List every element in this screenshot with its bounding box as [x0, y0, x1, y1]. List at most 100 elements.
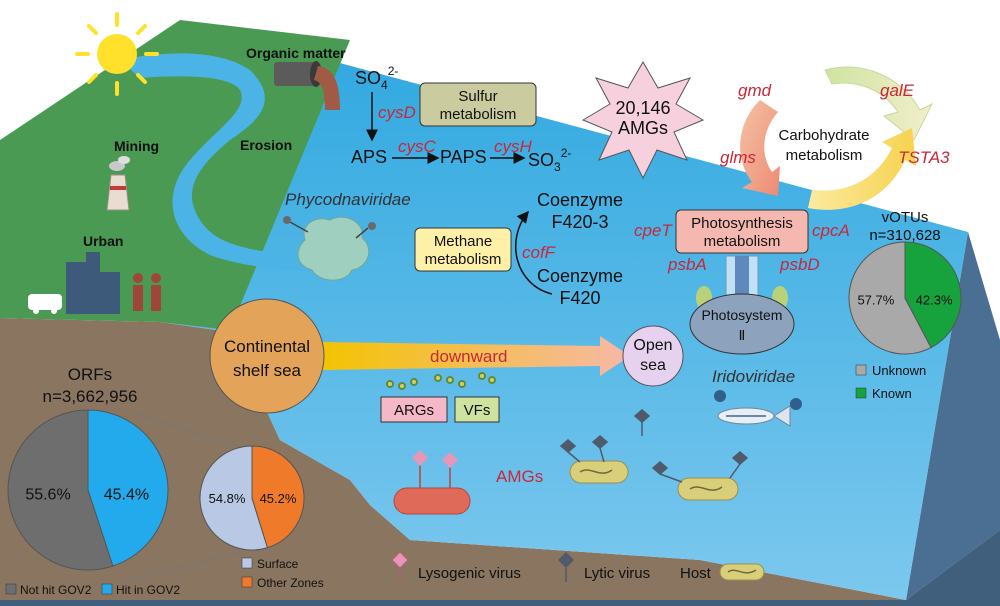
fish-icon	[717, 405, 791, 427]
methane-pathway: Methane metabolism Coenzyme F420-3 cofF …	[414, 190, 623, 308]
svg-text:F420: F420	[559, 288, 600, 308]
cofF-label: cofF	[522, 243, 557, 262]
legend-swatch-known	[855, 387, 867, 399]
legend-hit: Hit in GOV2	[116, 583, 180, 597]
gmd-label: gmd	[738, 81, 772, 100]
sun-icon	[75, 12, 159, 96]
erosion-label: Erosion	[240, 137, 292, 153]
pie-slice-known	[904, 241, 962, 349]
args-box	[380, 396, 448, 423]
votus-title-2: n=310,628	[869, 227, 940, 244]
plasmid-icons	[386, 372, 496, 390]
photosynthesis-pathway: Photosynthesis metabolism cpeT cpcA psbA…	[634, 209, 850, 355]
sea	[160, 20, 968, 600]
svg-text:Methane: Methane	[434, 233, 492, 250]
legend-known: Known	[872, 386, 912, 401]
phycodnaviridae-label: Phycodnaviridae	[285, 190, 411, 209]
svg-text:sea: sea	[640, 357, 666, 374]
svg-text:Carbohydrate: Carbohydrate	[779, 127, 870, 144]
sulfur-pathway: SO42- cysD APS cysC PAPS cysH SO32- Sulf…	[351, 64, 571, 174]
host-label: Host	[680, 565, 712, 582]
so3-label: SO	[528, 150, 554, 170]
pie-data-label: 57.7%	[857, 293, 894, 308]
legend-swatch-not-hit	[5, 583, 17, 595]
factory-icon	[106, 156, 130, 211]
zones-pie: 54.8% 45.2%	[199, 445, 305, 551]
lytic-virus-icon	[558, 552, 574, 582]
iridoviridae-label: Iridoviridae	[712, 367, 795, 386]
svg-text:F420-3: F420-3	[551, 212, 608, 232]
amgs-star: 20,146 AMGs	[581, 60, 705, 180]
people-icon	[133, 273, 161, 311]
svg-text:AMGs: AMGs	[618, 118, 668, 138]
photosystem-ellipse	[689, 293, 795, 355]
methane-metabolism-box	[414, 227, 512, 272]
connector-line-bottom	[123, 547, 256, 583]
host-bacterium-2	[677, 477, 739, 501]
urban-label: Urban	[83, 233, 123, 249]
pipe-icon	[274, 61, 340, 110]
svg-text:metabolism: metabolism	[786, 147, 863, 164]
lytic-virus-icons	[559, 409, 749, 483]
svg-text:Coenzyme: Coenzyme	[537, 266, 623, 286]
svg-text:Coenzyme: Coenzyme	[537, 190, 623, 210]
votus-title-1: vOTUs	[882, 209, 929, 226]
pie-data-label: 45.2%	[260, 491, 297, 506]
host-bacterium-red	[393, 450, 471, 515]
svg-text:SO32-: SO32-	[528, 146, 571, 174]
orfs-title-2: n=3,662,956	[42, 387, 137, 406]
legend-unknown: Unknown	[872, 363, 926, 378]
connector-line-top	[135, 413, 253, 451]
host-bacterium-1	[569, 460, 629, 484]
psbA-label: psbA	[667, 255, 707, 274]
pie-data-label: 45.4%	[104, 487, 149, 504]
zones-chart: 54.8%45.2% Surface Other Zones	[199, 445, 324, 590]
svg-text:Ⅱ: Ⅱ	[739, 327, 746, 343]
virus-icons-iridovirus	[714, 390, 802, 410]
TSTA3-label: TSTA3	[898, 148, 950, 167]
orfs-title-1: ORFs	[68, 365, 112, 384]
svg-text:Sulfur: Sulfur	[458, 88, 497, 105]
host-icon	[719, 563, 765, 581]
organic-matter-label: Organic matter	[246, 45, 346, 61]
so4-label: SO	[355, 68, 381, 88]
pie-data-label: 42.3%	[916, 293, 953, 308]
continental-shelf-circle	[209, 298, 325, 414]
pie-slice-surface	[199, 445, 269, 551]
svg-text:Photosynthesis: Photosynthesis	[691, 215, 793, 232]
lysogenic-virus-label: Lysogenic virus	[418, 565, 521, 582]
orfs-pie: 55.6%45.4%	[7, 409, 169, 571]
galE-label: galE	[880, 81, 915, 100]
sulfur-metabolism-box	[419, 82, 537, 127]
photosynthesis-metabolism-box	[675, 209, 809, 254]
svg-text:VFs: VFs	[464, 402, 491, 419]
legend-swatch-surface	[241, 557, 253, 569]
svg-text:shelf sea: shelf sea	[233, 361, 302, 380]
mining-label: Mining	[114, 138, 159, 154]
vfs-box	[454, 396, 500, 423]
pie-slice-not-hit-gov2	[7, 409, 114, 571]
block-right-side	[906, 232, 1000, 600]
votus-chart: vOTUs n=310,628 57.7% 42.3% Unknown Known	[848, 209, 962, 401]
paps-label: PAPS	[440, 147, 487, 167]
algae-icon	[283, 216, 376, 281]
aps-label: APS	[351, 147, 387, 167]
svg-text:SO42-: SO42-	[355, 64, 398, 92]
legend-other-zones: Other Zones	[257, 576, 324, 590]
pie-slice-other-zones	[251, 445, 305, 549]
svg-text:ARGs: ARGs	[394, 402, 434, 419]
transport: Continental shelf sea downward Open sea …	[209, 298, 684, 423]
bottom-legend: Lysogenic virus Lytic virus Host	[391, 551, 765, 582]
pie-data-label: 54.8%	[209, 491, 246, 506]
legend-swatch-hit	[101, 583, 113, 595]
svg-text:metabolism: metabolism	[425, 251, 502, 268]
amgs-label: AMGs	[496, 467, 543, 486]
svg-text:Open: Open	[633, 337, 672, 354]
svg-text:20,146: 20,146	[615, 98, 670, 118]
glms-label: glms	[720, 148, 756, 167]
svg-text:metabolism: metabolism	[440, 106, 517, 123]
cysH-label: cysH	[494, 137, 533, 156]
votus-pie: 57.7% 42.3%	[848, 241, 962, 355]
open-sea-circle	[622, 325, 684, 387]
